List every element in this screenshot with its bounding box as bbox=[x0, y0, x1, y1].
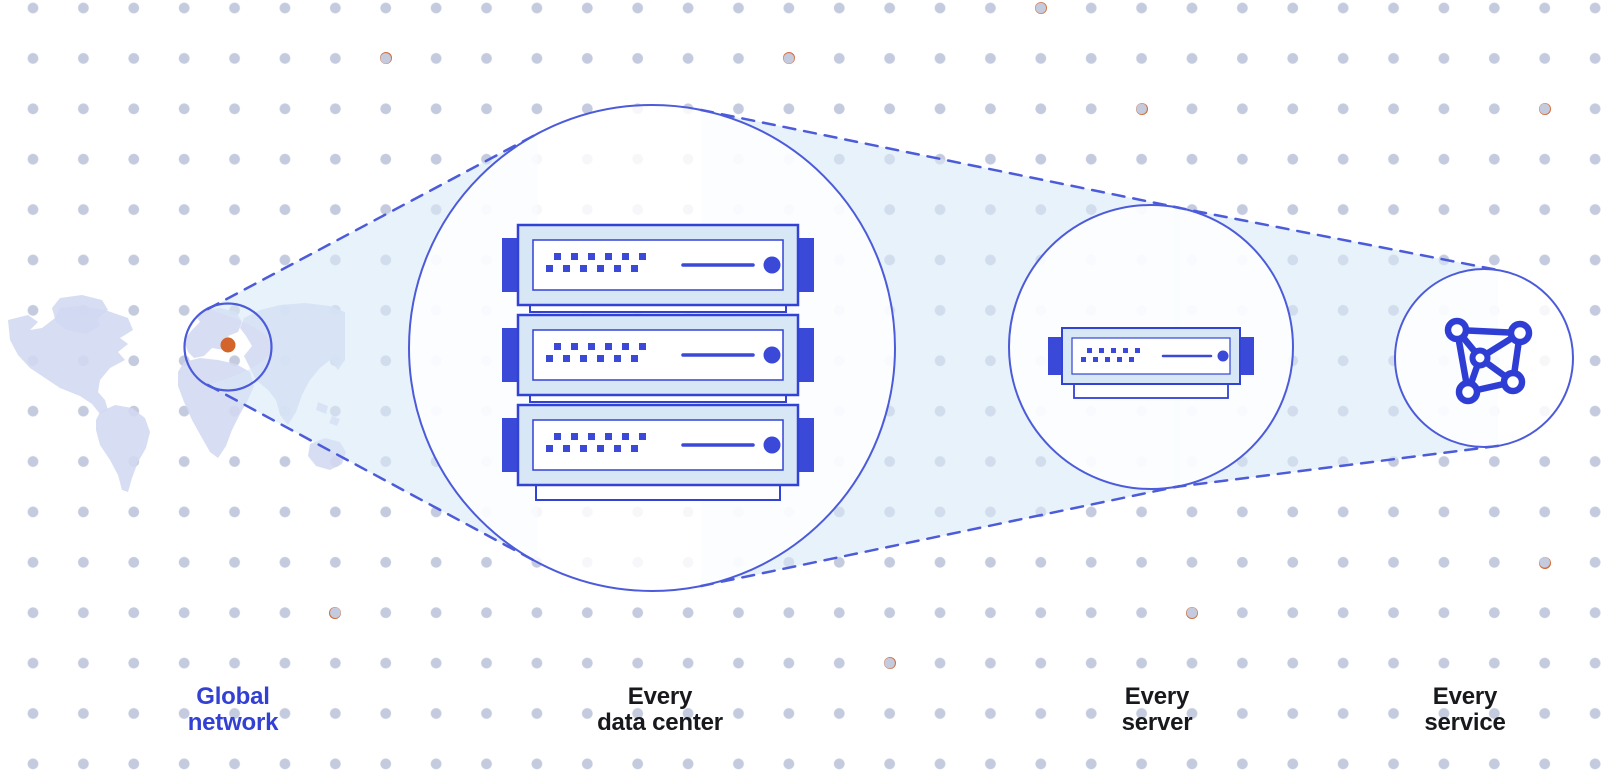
label-line: Every bbox=[1432, 683, 1498, 710]
label-line: Every bbox=[1124, 683, 1190, 710]
server-icon bbox=[1046, 326, 1256, 399]
label-line: data center bbox=[597, 709, 723, 736]
label-line: service bbox=[1424, 709, 1506, 736]
label-every-server: Every server bbox=[1122, 684, 1193, 736]
server-rack-icon bbox=[500, 223, 816, 501]
location-dot-icon bbox=[220, 337, 236, 353]
label-every-data-center: Every data center bbox=[597, 684, 723, 736]
label-line: Every bbox=[627, 683, 693, 710]
label-line: Global bbox=[196, 683, 270, 710]
label-line: network bbox=[187, 709, 279, 736]
mesh-network-icon bbox=[1444, 317, 1533, 405]
dashed-connectors bbox=[206, 108, 1500, 588]
map-highlight-circle bbox=[183, 302, 273, 392]
label-global-network: Global network bbox=[188, 684, 279, 736]
label-line: server bbox=[1121, 709, 1193, 736]
label-every-service: Every service bbox=[1424, 683, 1506, 736]
